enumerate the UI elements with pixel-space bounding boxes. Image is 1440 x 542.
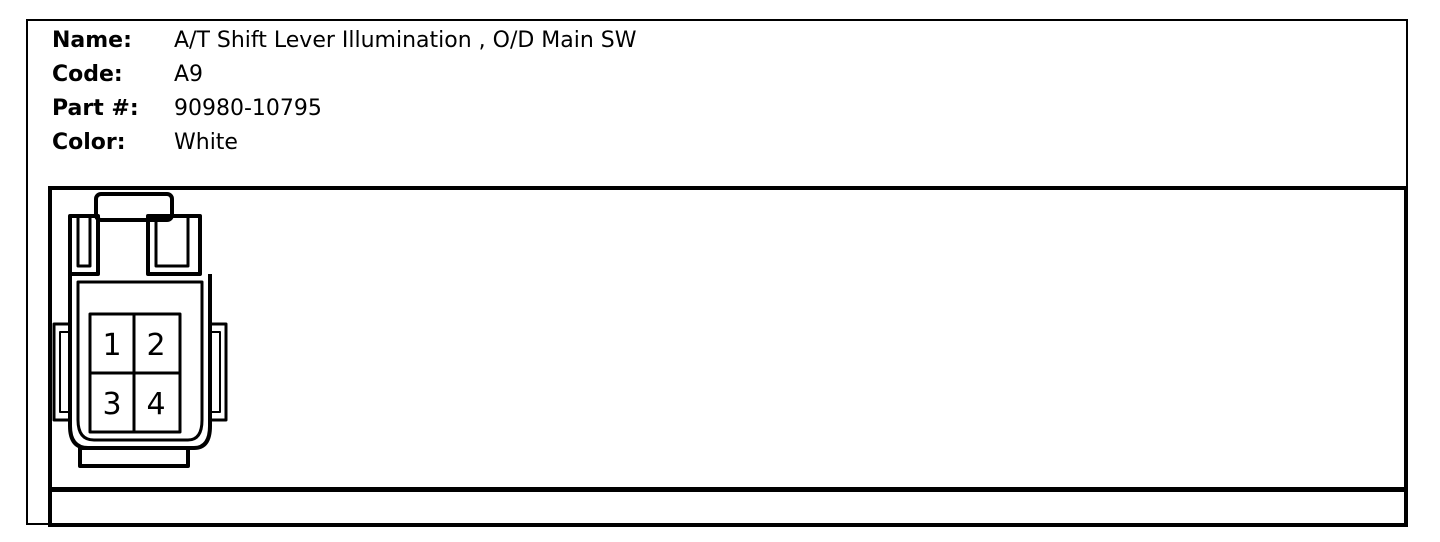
part-value: 90980-10795 <box>174 96 322 121</box>
connector-latch <box>94 192 174 222</box>
name-value: A/T Shift Lever Illumination , O/D Main … <box>174 28 637 53</box>
connector-bottom-lip <box>78 446 190 468</box>
name-label: Name: <box>52 28 132 53</box>
color-label: Color: <box>52 130 126 155</box>
pin-1-label: 1 <box>102 328 121 363</box>
code-label: Code: <box>52 62 123 87</box>
connector-face-diagram: 1 2 3 4 <box>52 192 228 468</box>
code-value: A9 <box>174 62 204 87</box>
pin-2-label: 2 <box>146 328 165 363</box>
connector-right-lock <box>208 322 228 422</box>
pin-3-label: 3 <box>102 387 121 422</box>
diagram-divider <box>48 487 1408 492</box>
pin-4-label: 4 <box>146 387 165 422</box>
connector-right-guide <box>146 214 202 276</box>
part-label: Part #: <box>52 96 139 121</box>
connector-left-lock <box>52 322 72 422</box>
color-value: White <box>174 130 238 155</box>
connector-diagram-box <box>48 186 1408 527</box>
